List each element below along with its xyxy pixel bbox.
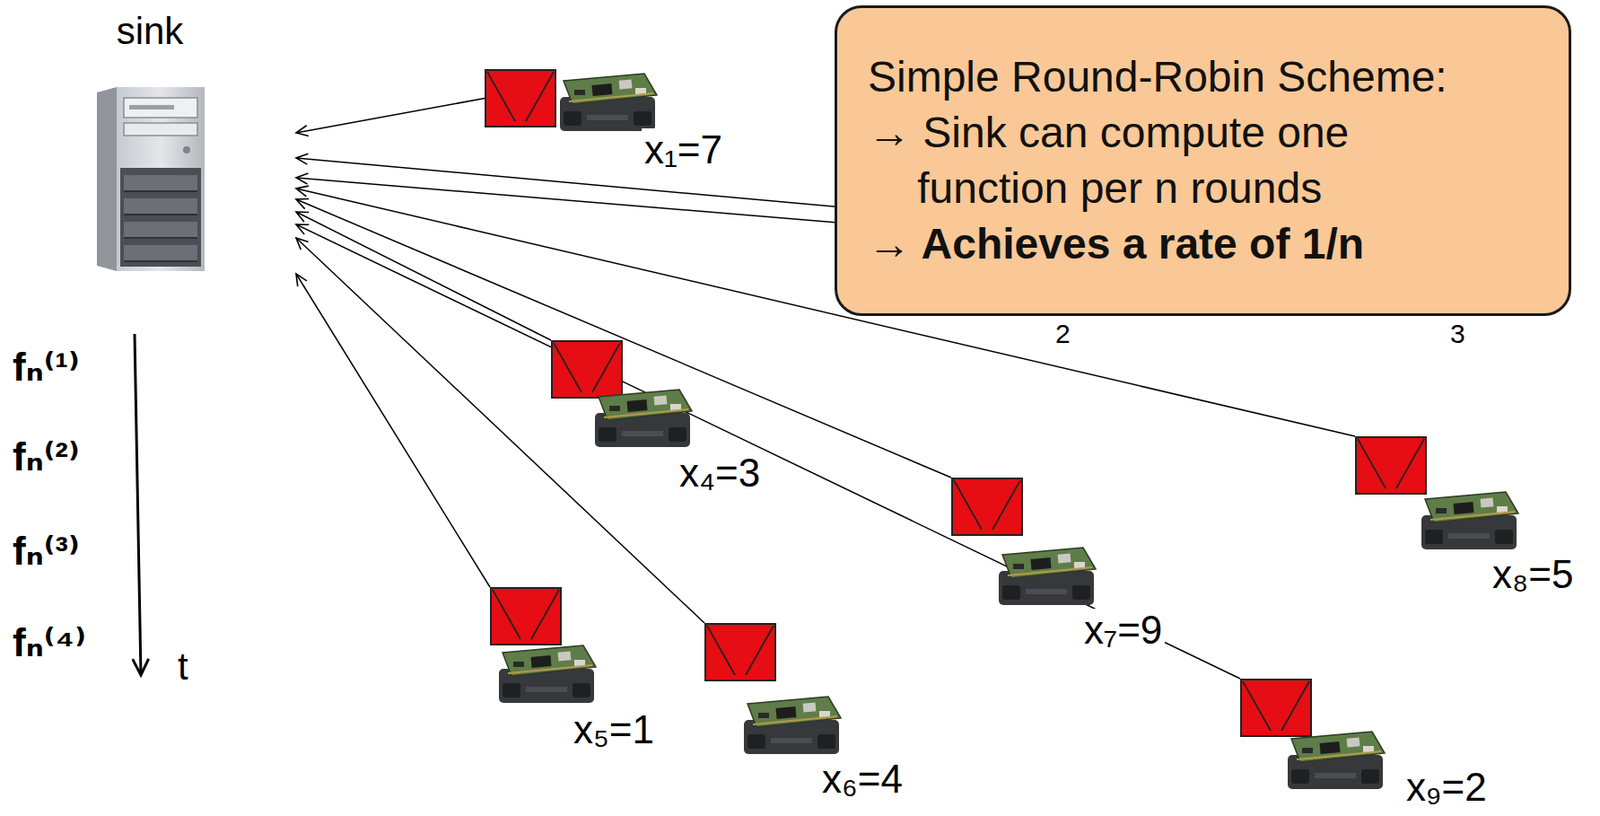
- sensor-mote: [485, 69, 657, 132]
- sensor-value: x₇=9: [1081, 608, 1165, 652]
- message-arrow: [296, 98, 485, 134]
- sensor-node: x₇=9: [951, 477, 1023, 536]
- sensor-mote: [490, 587, 596, 703]
- function-label: fₙ⁽¹⁾: [12, 344, 80, 391]
- sensor-mote: [952, 478, 1096, 605]
- server-icon: [96, 87, 205, 272]
- sensor-mote: [705, 623, 841, 754]
- sensor-value: x₄=3: [676, 451, 763, 495]
- sensor-node: x₁=7: [484, 69, 557, 128]
- function-label: fₙ⁽³⁾: [12, 528, 80, 575]
- message-arrow: [296, 237, 705, 623]
- sensor-node: x₉=2: [1240, 678, 1312, 737]
- sensor-node: x₄=3: [550, 340, 623, 399]
- callout-box: Simple Round-Robin Scheme:→ Sink can com…: [834, 5, 1572, 316]
- function-label: fₙ⁽²⁾: [12, 434, 80, 481]
- message-arrow: [296, 211, 551, 341]
- sensor-node: x₈=5: [1355, 436, 1427, 495]
- time-label: t: [177, 646, 189, 688]
- sensor-mote: [1241, 679, 1385, 789]
- sensor-mote: [1355, 437, 1519, 550]
- sensor-value: x₈=5: [1489, 552, 1576, 596]
- sensor-value: x₅=1: [570, 708, 657, 752]
- sensor-mote: [551, 340, 692, 447]
- callout-text: → Sink can compute one function per n ro…: [867, 104, 1456, 217]
- function-label: fₙ⁽⁴⁾: [12, 620, 87, 666]
- subscript-fragment: 2: [1053, 318, 1073, 349]
- sensor-value: x₉=2: [1403, 765, 1490, 809]
- sensor-node: x₆=4: [704, 622, 777, 682]
- sensor-value: x₁=7: [641, 128, 726, 172]
- time-axis: [134, 333, 141, 675]
- node-label: sink: [89, 10, 210, 53]
- callout-text: → Achieves a rate of 1/n: [867, 216, 1548, 272]
- message-arrow: [296, 273, 490, 587]
- callout-text: Simple Round-Robin Scheme:: [867, 49, 1548, 105]
- sensor-value: x₆=4: [819, 757, 906, 801]
- sensor-node: x₅=1: [489, 586, 562, 646]
- subscript-fragment: 3: [1448, 318, 1468, 349]
- sink-server: sink: [89, 7, 297, 277]
